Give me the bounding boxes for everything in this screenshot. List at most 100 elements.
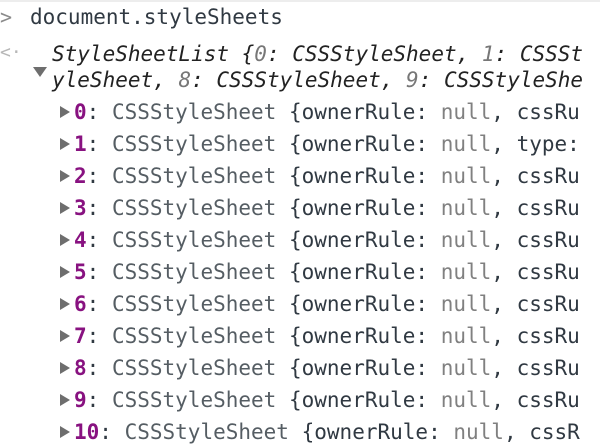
entry-index: 5 xyxy=(74,260,87,284)
colon: : xyxy=(415,292,441,316)
stylesheet-entry-row[interactable]: 10: CSSStyleSheet {ownerRule: null, cssR xyxy=(60,417,580,448)
collapse-triangle-icon[interactable] xyxy=(33,67,47,77)
entry-index: 0 xyxy=(74,100,87,124)
entry-key2: cssRu xyxy=(516,292,580,316)
stylesheet-entry-row[interactable]: 4: CSSStyleSheet {ownerRule: null, cssRu xyxy=(60,225,580,256)
colon: : xyxy=(86,132,112,156)
entry-value: null xyxy=(440,132,492,156)
entry-value: null xyxy=(440,388,492,412)
colon: : xyxy=(415,132,441,156)
colon: : xyxy=(415,356,441,380)
return-arrow-icon: <· xyxy=(0,42,22,63)
entry-value: null xyxy=(440,196,492,220)
console-input-expression: document.styleSheets xyxy=(30,5,283,29)
expand-triangle-icon[interactable] xyxy=(60,394,70,406)
entry-type: CSSStyleSheet xyxy=(111,292,277,316)
entry-key: ownerRule xyxy=(301,356,416,380)
brace: { xyxy=(276,260,302,284)
comma: , xyxy=(491,196,517,220)
colon: : xyxy=(99,420,125,444)
chevron-right-icon: > xyxy=(0,5,13,29)
entry-type: CSSStyleSheet xyxy=(124,420,289,444)
brace: { xyxy=(276,356,302,380)
entry-value: null xyxy=(440,164,492,188)
expand-triangle-icon[interactable] xyxy=(60,362,70,374)
expand-triangle-icon[interactable] xyxy=(60,138,70,150)
entry-key2: cssRu xyxy=(516,356,580,380)
brace: { xyxy=(276,228,302,252)
colon: : xyxy=(86,388,112,412)
expand-triangle-icon[interactable] xyxy=(60,266,70,278)
entry-type: CSSStyleSheet xyxy=(111,324,277,348)
entry-type: CSSStyleSheet xyxy=(111,132,277,156)
entry-key2: cssRu xyxy=(516,196,580,220)
brace: { xyxy=(276,132,302,156)
stylesheet-entry-row[interactable]: 2: CSSStyleSheet {ownerRule: null, cssRu xyxy=(60,161,580,192)
entry-key2: type: xyxy=(516,132,580,156)
entry-index: 7 xyxy=(74,324,87,348)
stylesheet-entry-row[interactable]: 7: CSSStyleSheet {ownerRule: null, cssRu xyxy=(60,321,580,352)
colon: : xyxy=(86,292,112,316)
comma: , xyxy=(491,100,517,124)
entry-index: 9 xyxy=(74,388,87,412)
entry-index: 1 xyxy=(74,132,87,156)
colon: : xyxy=(428,420,454,444)
brace: { xyxy=(276,164,302,188)
colon: : xyxy=(86,196,112,220)
brace: { xyxy=(276,100,302,124)
entry-type: CSSStyleSheet xyxy=(111,228,277,252)
brace: { xyxy=(276,196,302,220)
entry-index: 8 xyxy=(74,356,87,380)
entry-value: null xyxy=(440,292,492,316)
expand-triangle-icon[interactable] xyxy=(60,330,70,342)
entry-key2: cssRu xyxy=(516,324,580,348)
entry-value: null xyxy=(440,100,492,124)
entry-key: ownerRule xyxy=(301,228,416,252)
stylesheet-entry-row[interactable]: 9: CSSStyleSheet {ownerRule: null, cssRu xyxy=(60,385,580,416)
expand-triangle-icon[interactable] xyxy=(60,234,70,246)
expand-triangle-icon[interactable] xyxy=(60,298,70,310)
stylesheet-entry-row[interactable]: 1: CSSStyleSheet {ownerRule: null, type: xyxy=(60,129,580,160)
entry-key: ownerRule xyxy=(301,324,416,348)
entry-value: null xyxy=(453,420,504,444)
entry-type: CSSStyleSheet xyxy=(111,100,277,124)
entry-key2: cssRu xyxy=(516,164,580,188)
entry-value: null xyxy=(440,356,492,380)
entry-index: 10 xyxy=(74,420,100,444)
result-summary-line2[interactable]: yleSheet, 8: CSSStyleSheet, 9: CSSStyleS… xyxy=(52,68,584,92)
comma: , xyxy=(503,420,530,444)
entry-value: null xyxy=(440,260,492,284)
console-top-border xyxy=(0,0,600,2)
entry-type: CSSStyleSheet xyxy=(111,196,277,220)
stylesheet-entry-row[interactable]: 6: CSSStyleSheet {ownerRule: null, cssRu xyxy=(60,289,580,320)
colon: : xyxy=(86,164,112,188)
entry-key2: cssRu xyxy=(516,388,580,412)
entry-key2: cssR xyxy=(529,420,580,444)
entry-key: ownerRule xyxy=(301,292,416,316)
colon: : xyxy=(415,260,441,284)
colon: : xyxy=(86,260,112,284)
comma: , xyxy=(491,260,517,284)
colon: : xyxy=(415,388,441,412)
expand-triangle-icon[interactable] xyxy=(60,426,70,438)
expand-triangle-icon[interactable] xyxy=(60,202,70,214)
result-summary-line1[interactable]: StyleSheetList {0: CSSStyleSheet, 1: CSS… xyxy=(52,42,584,66)
stylesheet-entry-row[interactable]: 8: CSSStyleSheet {ownerRule: null, cssRu xyxy=(60,353,580,384)
colon: : xyxy=(415,100,441,124)
expand-triangle-icon[interactable] xyxy=(60,106,70,118)
stylesheet-entry-row[interactable]: 0: CSSStyleSheet {ownerRule: null, cssRu xyxy=(60,97,580,128)
entry-key: ownerRule xyxy=(301,388,416,412)
comma: , xyxy=(491,388,517,412)
brace: { xyxy=(276,388,302,412)
comma: , xyxy=(491,292,517,316)
colon: : xyxy=(415,164,441,188)
entry-key2: cssRu xyxy=(516,260,580,284)
entry-type: CSSStyleSheet xyxy=(111,260,277,284)
entry-value: null xyxy=(440,228,492,252)
entry-index: 3 xyxy=(74,196,87,220)
stylesheet-entry-row[interactable]: 3: CSSStyleSheet {ownerRule: null, cssRu xyxy=(60,193,580,224)
expand-triangle-icon[interactable] xyxy=(60,170,70,182)
entry-type: CSSStyleSheet xyxy=(111,388,277,412)
stylesheet-entry-row[interactable]: 5: CSSStyleSheet {ownerRule: null, cssRu xyxy=(60,257,580,288)
entry-key2: cssRu xyxy=(516,228,580,252)
